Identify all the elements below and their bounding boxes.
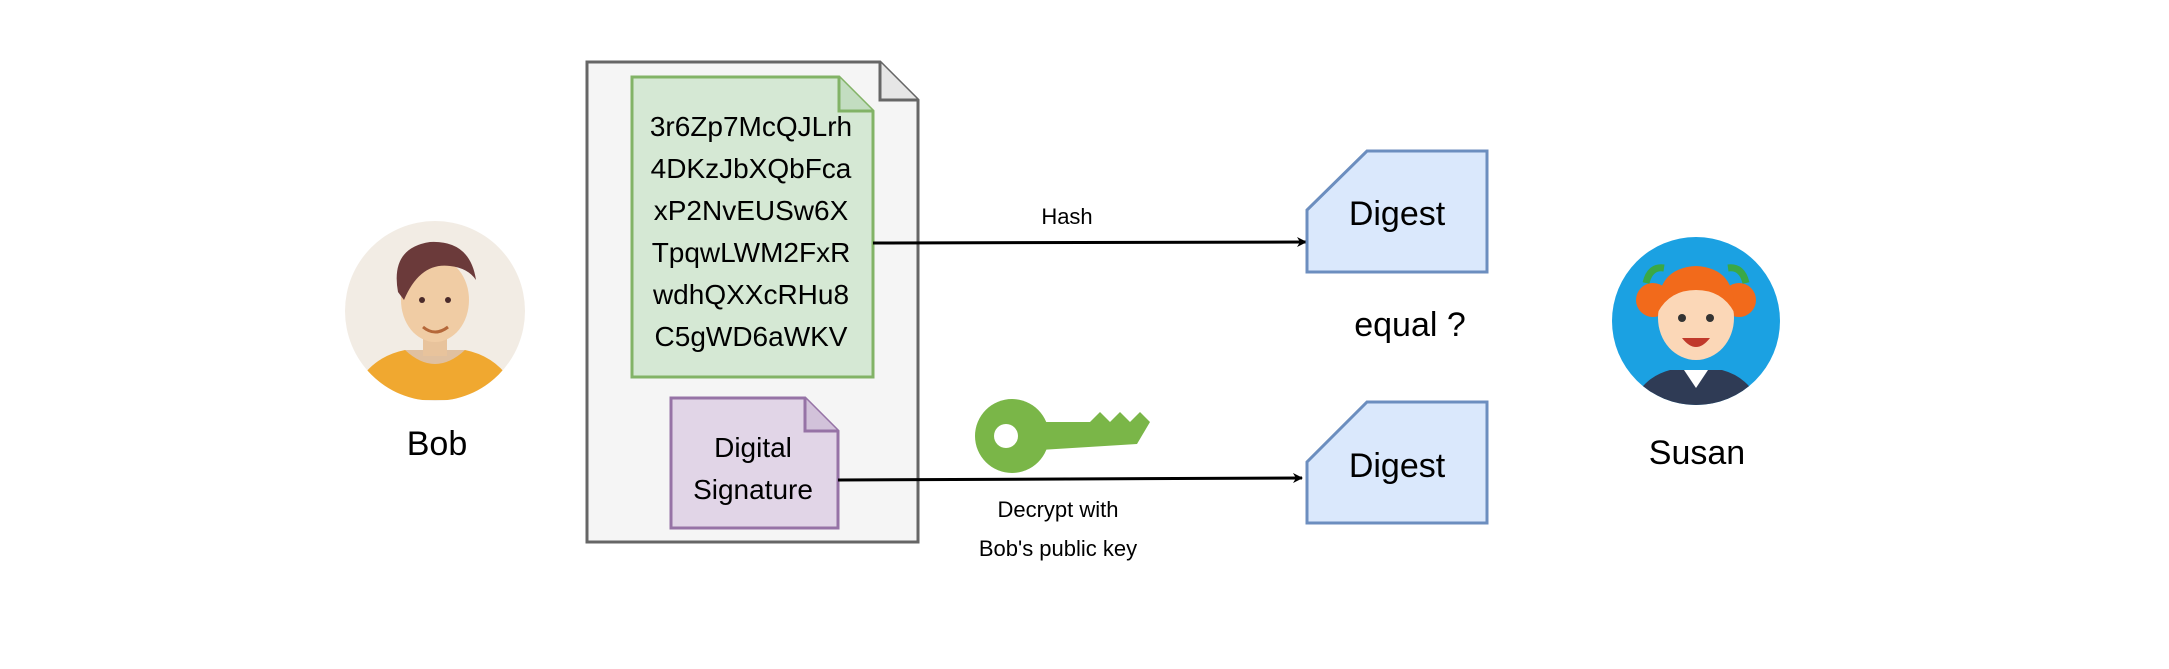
- message-line-1: 3r6Zp7McQJLrh: [650, 111, 852, 142]
- decrypt-arrow: [837, 473, 1303, 484]
- signature-line-2: Signature: [693, 474, 813, 505]
- bob-avatar-icon: [345, 221, 525, 401]
- message-line-6: C5gWD6aWKV: [655, 321, 848, 352]
- message-line-2: 4DKzJbXQbFca: [651, 153, 852, 184]
- digest-top-label: Digest: [1349, 195, 1446, 233]
- digest-top: [1305, 149, 1489, 274]
- bob-name-label: Bob: [407, 425, 468, 463]
- susan-avatar-icon: [1612, 237, 1780, 405]
- hash-label: Hash: [1041, 204, 1092, 229]
- signature-note-fold: [803, 398, 838, 433]
- message-note: [630, 75, 875, 379]
- decrypt-label-line-2: Bob's public key: [979, 536, 1137, 561]
- message-line-5: wdhQXXcRHu8: [652, 279, 849, 310]
- digest-bottom-label: Digest: [1349, 447, 1446, 485]
- equal-question-label: equal ?: [1354, 306, 1466, 344]
- digest-bottom: [1305, 400, 1489, 525]
- message-line-3: xP2NvEUSw6X: [654, 195, 849, 226]
- document-page-fold: [878, 62, 918, 102]
- message-note-fold: [837, 77, 873, 113]
- key-icon: [975, 399, 1150, 473]
- susan-name-label: Susan: [1649, 434, 1745, 472]
- decrypt-label-line-1: Decrypt with: [997, 497, 1118, 522]
- signature-line-1: Digital: [714, 432, 792, 463]
- message-line-4: TpqwLWM2FxR: [652, 237, 851, 268]
- hash-arrow: [872, 237, 1307, 248]
